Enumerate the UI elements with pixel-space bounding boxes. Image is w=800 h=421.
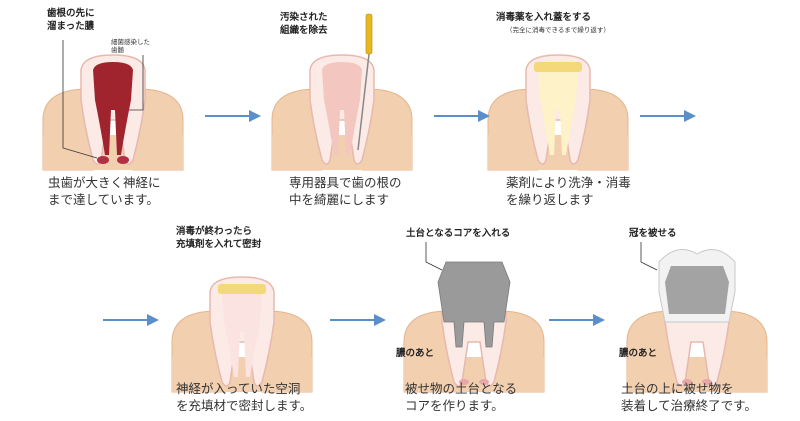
step-4-illustration: 消毒が終わったら 充填剤を入れて密封 (171, 225, 313, 393)
pus-scar (459, 379, 489, 385)
label-medicate-note: （完全に消毒できるまで繰り返す） (506, 25, 610, 34)
step-1-illustration: 歯根の先に 溜まった膿 細菌感染した 歯髄 (42, 7, 184, 171)
pus-scar (682, 379, 712, 385)
gum-tissue (487, 87, 629, 171)
caption-line: 虫歯が大きく神経に (48, 175, 161, 190)
caption-line: 装着して治療終了です。 (621, 398, 757, 413)
caption-step-2: 専用器具で歯の根の 中を綺麗にします (289, 174, 402, 208)
pus-pockets (97, 156, 129, 164)
gum-tissue (42, 87, 184, 171)
arrow-step1-to-step2 (205, 110, 261, 122)
label-remove-line2: 組織を除去 (280, 24, 328, 36)
root-filling (218, 284, 266, 377)
label-seal-line2: 充填剤を入れて密封 (176, 238, 262, 250)
label-crown: 冠を被せる (629, 227, 677, 239)
arrow-step5-to-step6 (549, 314, 605, 326)
label-remove-line1: 汚染された (280, 11, 328, 23)
arrow-step3-to-row2 (640, 110, 696, 122)
arrow-step2-to-step3 (434, 110, 490, 122)
caption-line: を充填材で密封します。 (176, 398, 313, 413)
step-6-illustration: 冠を被せる 膿のあと (619, 227, 768, 393)
leader-lines (62, 40, 144, 159)
label-infected-line1: 細菌感染した (111, 37, 150, 46)
label-core: 土台となるコアを入れる (406, 227, 510, 239)
gum-tissue (171, 309, 313, 393)
label-pus-line1: 歯根の先に (47, 7, 95, 19)
caption-step-5: 被せ物の土台となる コアを作ります。 (405, 380, 517, 414)
gum-tissue (626, 309, 768, 393)
caption-step-6: 土台の上に被せ物を 装着して治療終了です。 (621, 380, 757, 414)
caption-line: まで達しています。 (48, 192, 159, 207)
caption-line: 土台の上に被せ物を (621, 381, 734, 396)
caption-line: 薬剤により洗浄・消毒 (506, 175, 631, 190)
arrow-step4-to-step5 (330, 314, 386, 326)
pulp-infected (93, 62, 133, 155)
caption-line: 神経が入っていた空洞 (176, 381, 301, 396)
step-2-illustration: 汚染された 組織を除去 (271, 11, 413, 171)
post-core-icon (437, 261, 511, 348)
caption-step-1: 虫歯が大きく神経に まで達しています。 (48, 174, 161, 208)
crown-icon (658, 249, 736, 323)
step-3-illustration: 消毒薬を入れ蓋をする （完全に消毒できるまで繰り返す） (487, 11, 629, 171)
label-medicate: 消毒薬を入れ蓋をする (496, 11, 591, 23)
label-seal-line1: 消毒が終わったら (176, 225, 252, 237)
label-infected-line2: 歯髄 (111, 45, 125, 54)
pulp-cleaned (322, 62, 362, 155)
tooth-outline (664, 311, 730, 387)
caption-line: 専用器具で歯の根の (289, 175, 402, 190)
arrow-row1-to-step4 (103, 314, 159, 326)
label-pus-line2: 溜まった膿 (47, 20, 95, 32)
caption-step-3: 薬剤により洗浄・消毒 を繰り返します (506, 174, 631, 208)
step-5-illustration: 土台となるコアを入れる 膿のあと (396, 227, 545, 393)
leader-line (640, 242, 658, 271)
caption-line: 被せ物の土台となる (405, 381, 518, 396)
label-pus-scar: 膿のあと (396, 347, 434, 359)
gum-tissue (271, 87, 413, 171)
label-pus-scar: 膿のあと (619, 347, 657, 359)
caption-line: を繰り返します (506, 192, 594, 207)
caption-line: コアを作ります。 (405, 398, 504, 413)
caption-line: 中を綺麗にします (289, 192, 390, 207)
leader-line (425, 242, 443, 271)
gum-tissue (403, 309, 545, 393)
endodontic-file-icon (357, 13, 373, 151)
pulp-medicated (534, 62, 582, 155)
caption-step-4: 神経が入っていた空洞 を充填材で密封します。 (176, 380, 312, 414)
